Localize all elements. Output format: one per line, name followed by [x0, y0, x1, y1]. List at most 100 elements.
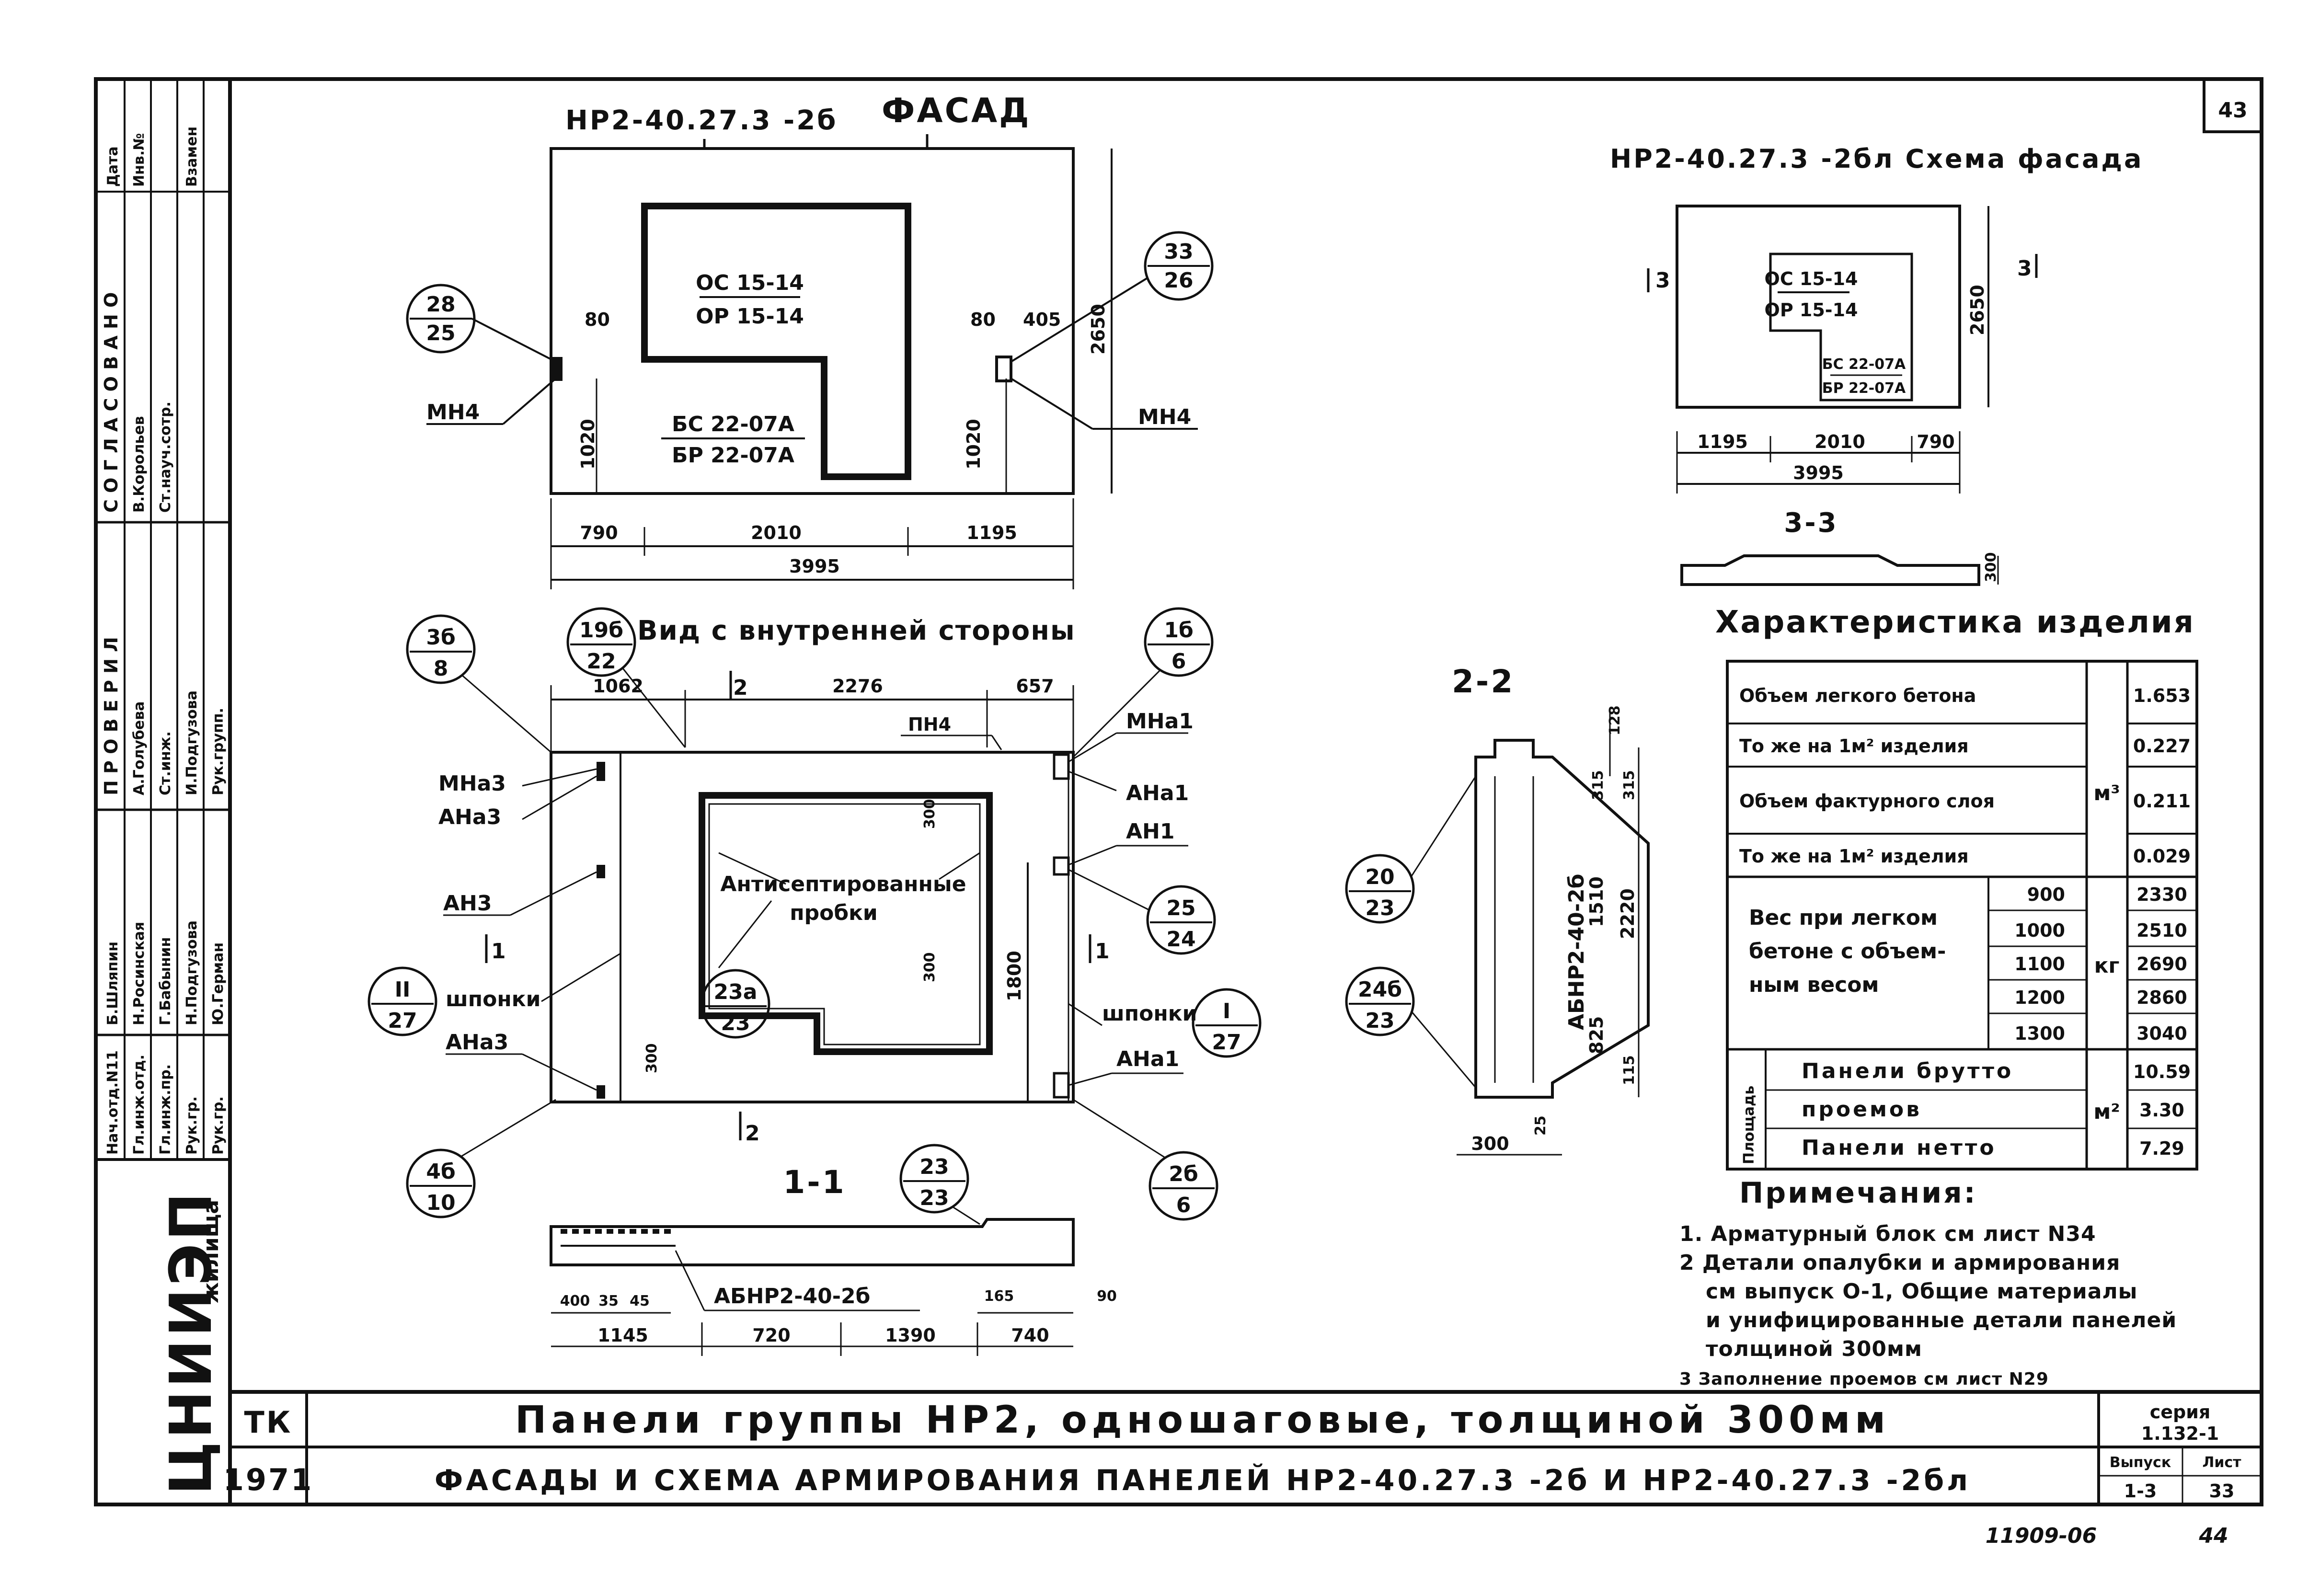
inner-dim-1: 2276 [832, 676, 883, 697]
section-11-dim-bot-3: 740 [1011, 1325, 1049, 1346]
inner-panel [550, 751, 1075, 1103]
inner-label-4: АНа3 [446, 1030, 508, 1055]
section-1-1: 1-1 АБНР2-40-2б 400 35 45 165 90 1145 72… [550, 1144, 1117, 1356]
char-weight-1-value: 2510 [2136, 920, 2187, 941]
stamp-checked: П Р О В Е Р И Л [101, 637, 122, 795]
stamp-col-1: Гл.инж.отд. [131, 1055, 148, 1155]
section-11-dim-bot-0: 1145 [597, 1325, 648, 1346]
section-22-dim-6: 115 [1621, 1055, 1638, 1085]
facade-opening [641, 203, 911, 480]
scheme-section-mark-left: 3 [1655, 268, 1670, 293]
stamp-agreed: С О Г Л А С О В А Н О [101, 292, 122, 513]
char-area-1-value: 3.30 [2139, 1100, 2184, 1121]
section-11-dim-top-0: 400 [560, 1293, 590, 1309]
scheme-section-dim: 300 [1983, 552, 1999, 582]
inner-label-6: АНа1 [1126, 781, 1189, 805]
note-0: 1. Арматурный блок см лист N34 [1679, 1222, 2096, 1246]
stamp-name-1: Н.Росинская [131, 922, 148, 1025]
inner-dim-3: 1800 [1004, 951, 1025, 1001]
side-stamp: Дата Инв.№ Взамен С О Г Л А С О В А Н О … [96, 79, 230, 1495]
note-1: 2 Детали опалубки и армирования [1679, 1251, 2120, 1275]
facade-dim-6: 80 [970, 309, 996, 330]
characteristics: Характеристика изделия Объем легкого бет… [1715, 605, 2198, 1171]
section-11-profile [550, 1218, 1075, 1266]
section-22-profile [1474, 739, 1650, 1099]
stamp-name-0: Б.Шляпин [104, 942, 121, 1025]
facade-dim-3: 3995 [789, 556, 840, 577]
facade-heading: ФАСАД [882, 91, 1031, 130]
svg-text:22: 22 [586, 649, 616, 674]
section-11-label: 1-1 [783, 1164, 846, 1201]
facade-dim-5: 80 [585, 309, 610, 330]
inner-callout-4: 23а 23 [701, 969, 770, 1039]
stamp-name-4: Ю.Герман [210, 942, 227, 1025]
stamp-replace-header: Взамен [184, 126, 200, 187]
inner-callout-2: 1б 6 [1072, 607, 1214, 758]
outer-frame [94, 77, 2263, 1506]
note-4: толщиной 300мм [1706, 1337, 1922, 1361]
stamp-col-4: Рук.гр. [210, 1096, 227, 1155]
section-22-label: 2-2 [1452, 663, 1515, 700]
scheme-title: НР2-40.27.3 -2бл Схема фасада [1610, 144, 2143, 174]
facade-tag-left: МН4 [426, 400, 480, 425]
char-weight-0-density: 900 [2027, 884, 2065, 905]
facade-dim-9: 1020 [963, 419, 984, 470]
svg-text:6: 6 [1171, 649, 1186, 674]
char-weight-3-value: 2860 [2136, 987, 2187, 1008]
char-weight-0-value: 2330 [2136, 884, 2187, 905]
facade-dim-4: 2650 [1088, 304, 1109, 355]
svg-text:8: 8 [434, 656, 448, 681]
char-area-2-name: Панели нетто [1802, 1136, 1997, 1160]
svg-text:23: 23 [919, 1186, 949, 1210]
scheme-window-2: ОР 15-14 [1765, 299, 1858, 321]
facade-dim-2: 1195 [966, 522, 1017, 543]
scheme-dim-2: 790 [1917, 431, 1954, 452]
section-2-2: 2-2 АБНР2-40-2б 128 315 315 1510 2220 82… [1345, 663, 1650, 1156]
page-number-box [2203, 78, 2263, 133]
svg-text:19б: 19б [579, 618, 623, 643]
notes: Примечания: 1. Арматурный блок см лист N… [1679, 1176, 2176, 1389]
scheme-door-1: БС 22-07А [1822, 356, 1906, 373]
facade-dim-0: 790 [580, 522, 618, 543]
char-area-0-value: 10.59 [2133, 1061, 2191, 1082]
inner-section-mark-3: 1 [1095, 939, 1110, 964]
section-22-dim-4: 2220 [1617, 888, 1638, 939]
facade-callout-2 [1144, 231, 1214, 301]
section-11-dim-top-3: 165 [984, 1288, 1014, 1305]
svg-text:1б: 1б [1164, 618, 1193, 643]
facade-dim-8: 1020 [577, 419, 598, 470]
inner-label-2: АН3 [443, 891, 492, 916]
svg-text:24: 24 [1166, 927, 1195, 952]
scheme-section-mark-right: 3 [2017, 256, 2032, 281]
inner-inserts-2: пробки [790, 901, 878, 925]
stamp-name-3: Н.Подгузова [184, 920, 200, 1025]
facade-callout-1 [406, 284, 476, 354]
char-heading: Характеристика изделия [1715, 605, 2195, 640]
char-weight-label-1: бетоне с объем- [1749, 939, 1946, 964]
title-block: ТК 1971 Панели группы НР2, одношаговые, … [223, 1390, 2262, 1504]
sheet-value: 33 [2209, 1481, 2235, 1502]
svg-text:27: 27 [388, 1009, 417, 1033]
svg-text:25: 25 [1166, 896, 1195, 920]
svg-text:20: 20 [1365, 865, 1394, 889]
sheet-label: Лист [2202, 1454, 2241, 1471]
svg-text:24б: 24б [1358, 977, 1402, 1002]
archive-number: 11909-06 [1986, 1524, 2097, 1548]
char-area-label: Площадь [1741, 1086, 1757, 1164]
note-5: 3 Заполнение проемов см лист N29 [1679, 1369, 2049, 1389]
section-11-dim-top-4: 90 [1097, 1288, 1117, 1305]
inner-dim-5: 300 [921, 952, 938, 982]
facade-door-1: БС 22-07А [672, 412, 794, 436]
note-2: см выпуск О-1, Общие материалы [1706, 1279, 2137, 1304]
facade-callout-2-bottom: 26 [1164, 268, 1193, 293]
inner-inserts-1: Антисептированные [720, 872, 966, 896]
inner-opening [699, 792, 993, 1055]
scheme-door-2: БР 22-07А [1822, 380, 1906, 397]
char-row-3-name: То же на 1м² изделия [1739, 846, 1969, 867]
char-weight-4-density: 1300 [2014, 1023, 2065, 1044]
facade-mark-right [995, 356, 1012, 382]
char-weight-2-value: 2690 [2136, 953, 2187, 975]
char-weight-unit: кг [2094, 953, 2120, 978]
char-weight-1-density: 1000 [2014, 920, 2065, 941]
